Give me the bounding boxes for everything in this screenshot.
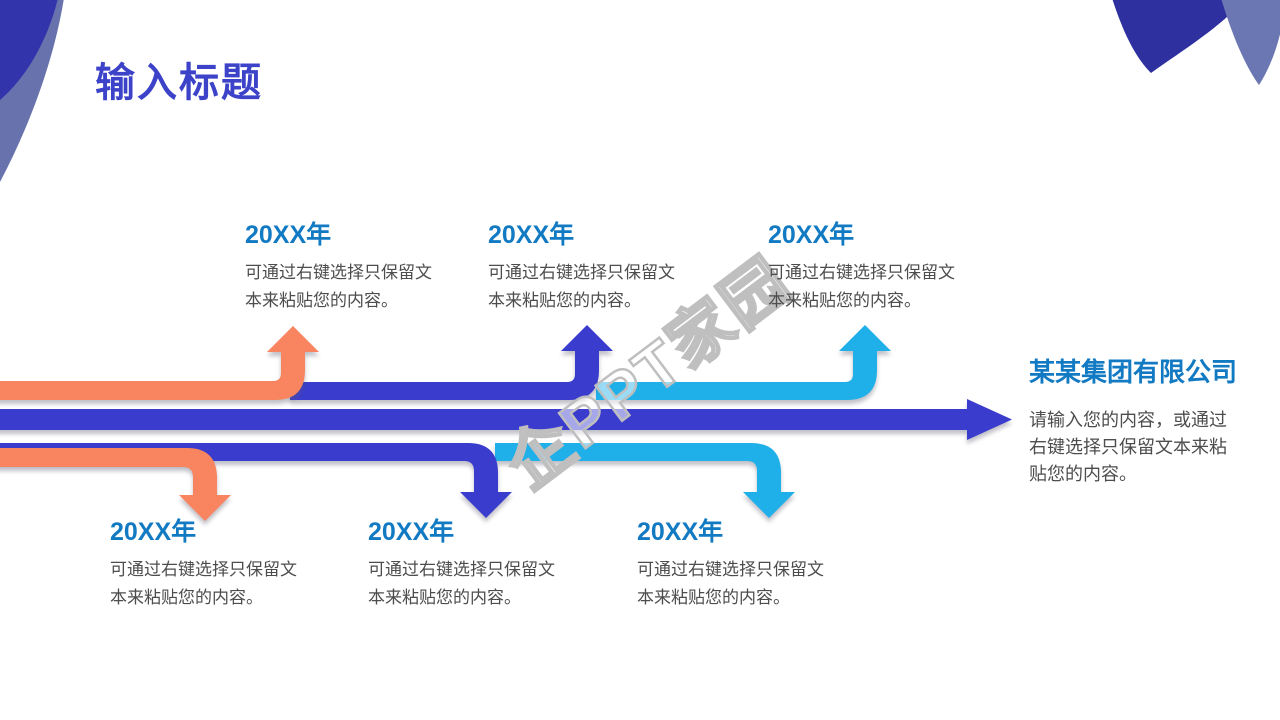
timeline-year: 20XX年	[768, 221, 855, 249]
timeline-year: 20XX年	[368, 518, 455, 546]
arrow-bottom-cyan	[495, 443, 795, 518]
timeline-desc: 可通过右键选择只保留文 本来粘贴您的内容。	[637, 556, 852, 612]
timeline-item-top-2: 20XX年 可通过右键选择只保留文 本来粘贴您的内容。	[488, 215, 703, 315]
timeline-year: 20XX年	[245, 221, 332, 249]
arrow-top-cyan	[596, 325, 891, 400]
timeline-item-top-1: 20XX年 可通过右键选择只保留文 本来粘贴您的内容。	[245, 215, 460, 315]
desc-line: 可通过右键选择只保留文	[768, 263, 955, 282]
corner-top-left-dark-shape	[0, 0, 58, 100]
timeline-item-bottom-3: 20XX年 可通过右键选择只保留文 本来粘贴您的内容。	[637, 512, 852, 612]
desc-line: 请输入您的内容，或通过	[1029, 410, 1227, 430]
timeline-year: 20XX年	[488, 221, 575, 249]
desc-line: 可通过右键选择只保留文	[245, 263, 432, 282]
desc-line: 本来粘贴您的内容。	[488, 291, 641, 310]
desc-line: 本来粘贴您的内容。	[368, 588, 521, 607]
timeline-item-top-3: 20XX年 可通过右键选择只保留文 本来粘贴您的内容。	[768, 215, 983, 315]
page-title: 输入标题	[95, 61, 263, 105]
summary-desc: 请输入您的内容，或通过 右键选择只保留文本来粘 贴您的内容。	[1029, 407, 1259, 488]
timeline-desc: 可通过右键选择只保留文 本来粘贴您的内容。	[110, 556, 325, 612]
arrow-main-indigo	[0, 399, 1012, 440]
timeline-item-bottom-1: 20XX年 可通过右键选择只保留文 本来粘贴您的内容。	[110, 512, 325, 612]
timeline-desc: 可通过右键选择只保留文 本来粘贴您的内容。	[768, 259, 983, 315]
timeline-desc: 可通过右键选择只保留文 本来粘贴您的内容。	[488, 259, 703, 315]
desc-line: 本来粘贴您的内容。	[245, 291, 398, 310]
timeline-desc: 可通过右键选择只保留文 本来粘贴您的内容。	[245, 259, 460, 315]
timeline-desc: 可通过右键选择只保留文 本来粘贴您的内容。	[368, 556, 583, 612]
desc-line: 可通过右键选择只保留文	[637, 560, 824, 579]
corner-top-right-dark-petal	[1112, 0, 1244, 73]
timeline-year: 20XX年	[110, 518, 197, 546]
summary-title: 某某集团有限公司	[1029, 357, 1238, 387]
arrow-top-indigo	[290, 325, 613, 400]
desc-line: 可通过右键选择只保留文	[368, 560, 555, 579]
desc-line: 可通过右键选择只保留文	[488, 263, 675, 282]
summary-block: 某某集团有限公司 请输入您的内容，或通过 右键选择只保留文本来粘 贴您的内容。	[1029, 352, 1259, 488]
desc-line: 贴您的内容。	[1029, 464, 1137, 484]
timeline-year: 20XX年	[637, 518, 724, 546]
desc-line: 本来粘贴您的内容。	[637, 588, 790, 607]
desc-line: 本来粘贴您的内容。	[768, 291, 921, 310]
desc-line: 右键选择只保留文本来粘	[1029, 437, 1227, 457]
desc-line: 本来粘贴您的内容。	[110, 588, 263, 607]
arrow-bottom-orange	[0, 448, 231, 521]
corner-top-right-light-petal	[1221, 0, 1280, 85]
arrow-top-orange	[0, 326, 319, 400]
timeline-item-bottom-2: 20XX年 可通过右键选择只保留文 本来粘贴您的内容。	[368, 512, 583, 612]
desc-line: 可通过右键选择只保留文	[110, 560, 297, 579]
